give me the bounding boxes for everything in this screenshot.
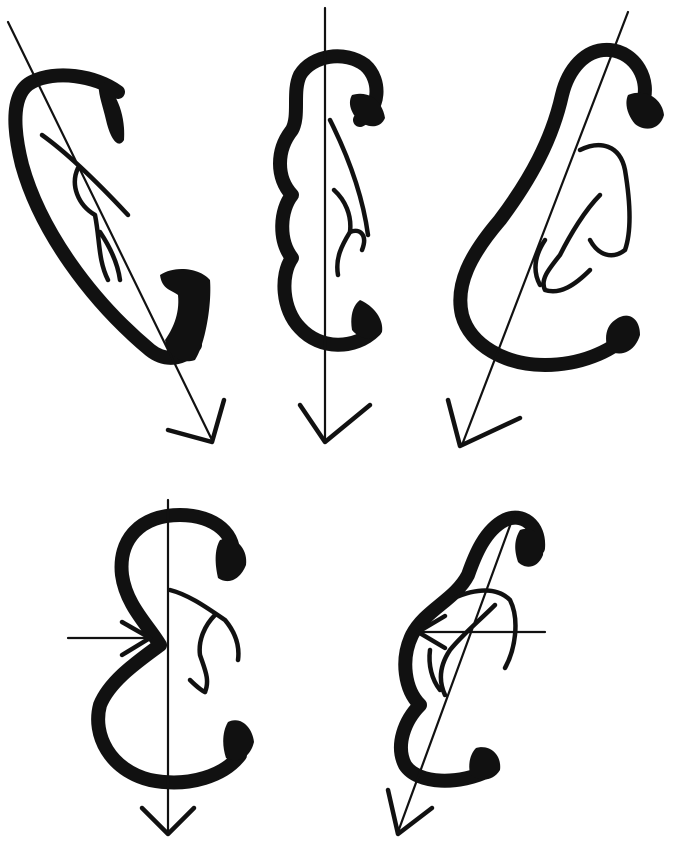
ear-glyph-4 [68, 500, 254, 834]
ear-glyph-3-bottom-blob [606, 316, 640, 354]
ear-glyph-3-top-hook [626, 93, 664, 129]
ear-glyph-5-inner-line-c [429, 650, 440, 690]
ear-glyph-1-inner-line-b [75, 168, 108, 280]
ear-glyph-5 [388, 512, 545, 834]
ear-glyph-1-outer-curve [15, 75, 195, 357]
ear-glyph-1-inner-line-a [42, 135, 128, 215]
ear-glyph-2 [280, 8, 385, 442]
ear-glyph-5-bottom-blob [469, 747, 500, 779]
ear-glyph-3-arrowhead [448, 400, 520, 446]
ear-glyph-3-inner-line-a [580, 145, 630, 255]
ear-glyph-2-arrowhead [300, 405, 370, 442]
ear-glyph-1 [8, 22, 224, 442]
ear-glyph-2-bottom-blob [351, 300, 382, 339]
ear-glyph-4-inner-line-a [170, 590, 238, 660]
ear-glyph-4-top-hook [216, 539, 247, 581]
ear-glyph-4-inner-line-b [200, 615, 215, 692]
ear-glyph-3 [448, 12, 664, 446]
ear-glyph-4-bottom-blob [223, 720, 254, 760]
ear-glyph-2-inner-line-c [350, 231, 364, 250]
ear-glyph-5-inner-line-b [441, 605, 495, 695]
ear-glyph-4-inner-line-c [190, 680, 205, 692]
